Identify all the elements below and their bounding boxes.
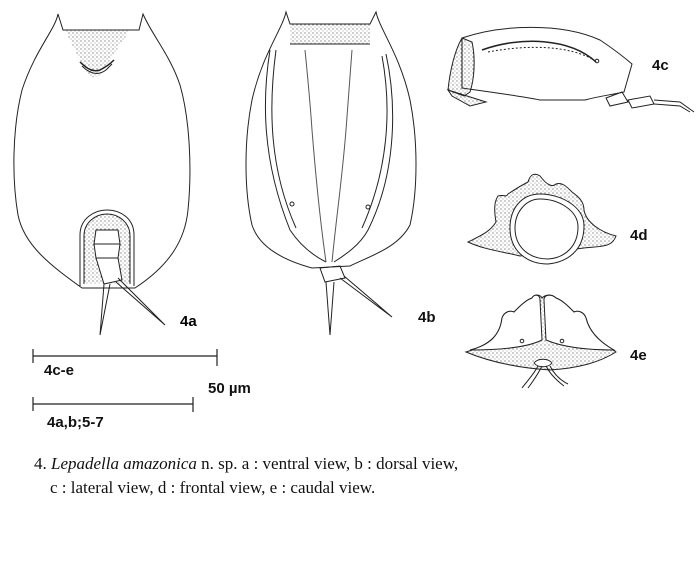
drawing-4a-ventral bbox=[13, 12, 191, 336]
panel-label-4c: 4c bbox=[652, 57, 669, 74]
figure-caption: 4. Lepadella amazonica n. sp. a : ventra… bbox=[34, 452, 674, 500]
scale-bar-label-4c-e: 4c-e bbox=[44, 362, 74, 379]
caption-species: Lepadella amazonica bbox=[51, 454, 197, 473]
scale-bar-label-4a-b: 4a,b;5-7 bbox=[47, 414, 104, 431]
figure-plate: 4a 4b 4c 4d bbox=[13, 10, 695, 431]
panel-label-4a: 4a bbox=[180, 313, 197, 330]
drawing-4c-lateral bbox=[446, 26, 695, 113]
caption-line1: n. sp. a : ventral view, b : dorsal view… bbox=[196, 454, 459, 473]
panel-label-4b: 4b bbox=[418, 309, 436, 326]
drawing-4e-caudal bbox=[464, 294, 617, 389]
caption-line2: c : lateral view, d : frontal view, e : … bbox=[50, 478, 376, 497]
scale-bar-4c-e bbox=[32, 349, 218, 366]
drawing-4d-frontal bbox=[466, 173, 617, 265]
scale-bar-4a-b bbox=[32, 397, 194, 412]
scale-value: 50 µm bbox=[208, 380, 251, 397]
panel-label-4d: 4d bbox=[630, 227, 648, 244]
panel-label-4e: 4e bbox=[630, 347, 647, 364]
caption-number: 4. bbox=[34, 454, 47, 473]
drawing-4b-dorsal bbox=[245, 10, 417, 336]
